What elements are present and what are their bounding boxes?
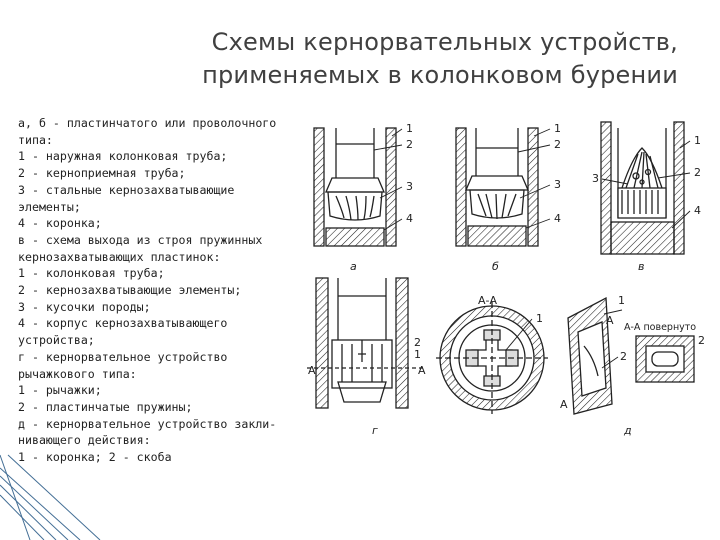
drawing-section-aa	[436, 302, 548, 414]
label-1: 1	[536, 312, 543, 325]
label-2: 2	[620, 350, 627, 363]
label-1: 1	[618, 294, 625, 307]
technical-drawing: 1 2 3 4 1 2 3 4 1 2 3 4 а б в 2 1 А А А-…	[306, 121, 705, 437]
legend-line: нивающего действия:	[18, 433, 151, 448]
legend-line: г - кернорвательное устройство	[18, 349, 228, 364]
legend-line: 2 - керноприемная труба;	[18, 166, 186, 181]
legend-line: в - схема выхода из строя пружинных	[18, 232, 263, 247]
figure-legend: а, б - пластинчатого или проволочного ти…	[18, 115, 310, 466]
title-line: применяемых в колонковом бурении	[202, 61, 678, 89]
cut-label-a: А	[418, 364, 426, 377]
drawing-g	[306, 277, 424, 409]
legend-line: типа:	[18, 132, 53, 147]
label-1: 1	[694, 134, 701, 147]
legend-line: элементы;	[18, 199, 81, 214]
legend-line: 3 - кусочки породы;	[18, 299, 151, 314]
legend-line: 4 - коронка;	[18, 216, 102, 231]
subfigure-label-a: а	[350, 260, 357, 273]
label-3: 3	[554, 178, 561, 191]
label-2: 2	[554, 138, 561, 151]
legend-line: 1 - колонковая труба;	[18, 266, 165, 281]
legend-line: 4 - корпус кернозахватывающего	[18, 316, 228, 331]
legend-line: 1 - коронка; 2 - скоба	[18, 450, 172, 465]
cut-label-a: А	[560, 398, 568, 411]
section-label-aa: А-А	[478, 294, 497, 307]
label-1: 1	[406, 122, 413, 135]
label-4: 4	[406, 212, 413, 225]
label-1: 1	[414, 348, 421, 361]
legend-line: 3 - стальные кернозахватывающие	[18, 182, 235, 197]
legend-line: 1 - наружная колонковая труба;	[18, 149, 228, 164]
label-2: 2	[698, 334, 705, 347]
label-2: 2	[694, 166, 701, 179]
drawing-d	[567, 296, 695, 415]
subfigure-label-d: д	[623, 424, 632, 437]
subfigure-label-v: в	[638, 260, 644, 273]
legend-line: 2 - кернозахватывающие элементы;	[18, 283, 242, 298]
section-label-rotated: А-А повернуто	[624, 322, 696, 333]
label-3: 3	[592, 172, 599, 185]
legend-line: устройства;	[18, 333, 95, 348]
cut-label-a: А	[606, 314, 614, 327]
label-4: 4	[694, 204, 701, 217]
label-1: 1	[554, 122, 561, 135]
label-2: 2	[414, 336, 421, 349]
label-3: 3	[406, 180, 413, 193]
legend-line: 2 - пластинчатые пружины;	[18, 399, 193, 414]
slide-title: Схемы кернорвательных устройств, применя…	[118, 26, 678, 92]
subfigure-label-g: г	[372, 424, 378, 437]
drawing-v	[600, 121, 685, 255]
drawing-b	[455, 127, 539, 247]
label-4: 4	[554, 212, 561, 225]
legend-line: 1 - рычажки;	[18, 383, 102, 398]
title-line: Схемы кернорвательных устройств,	[211, 28, 678, 56]
legend-line: кернозахватывающих пластинок:	[18, 249, 221, 264]
legend-line: а, б - пластинчатого или проволочного	[18, 116, 277, 130]
label-2: 2	[406, 138, 413, 151]
subfigure-label-b: б	[492, 260, 499, 273]
legend-line: д - кернорвательное устройство закли-	[18, 416, 277, 431]
cut-label-a: А	[308, 364, 316, 377]
legend-line: рычажкового типа:	[18, 366, 137, 381]
drawing-a	[313, 127, 397, 247]
